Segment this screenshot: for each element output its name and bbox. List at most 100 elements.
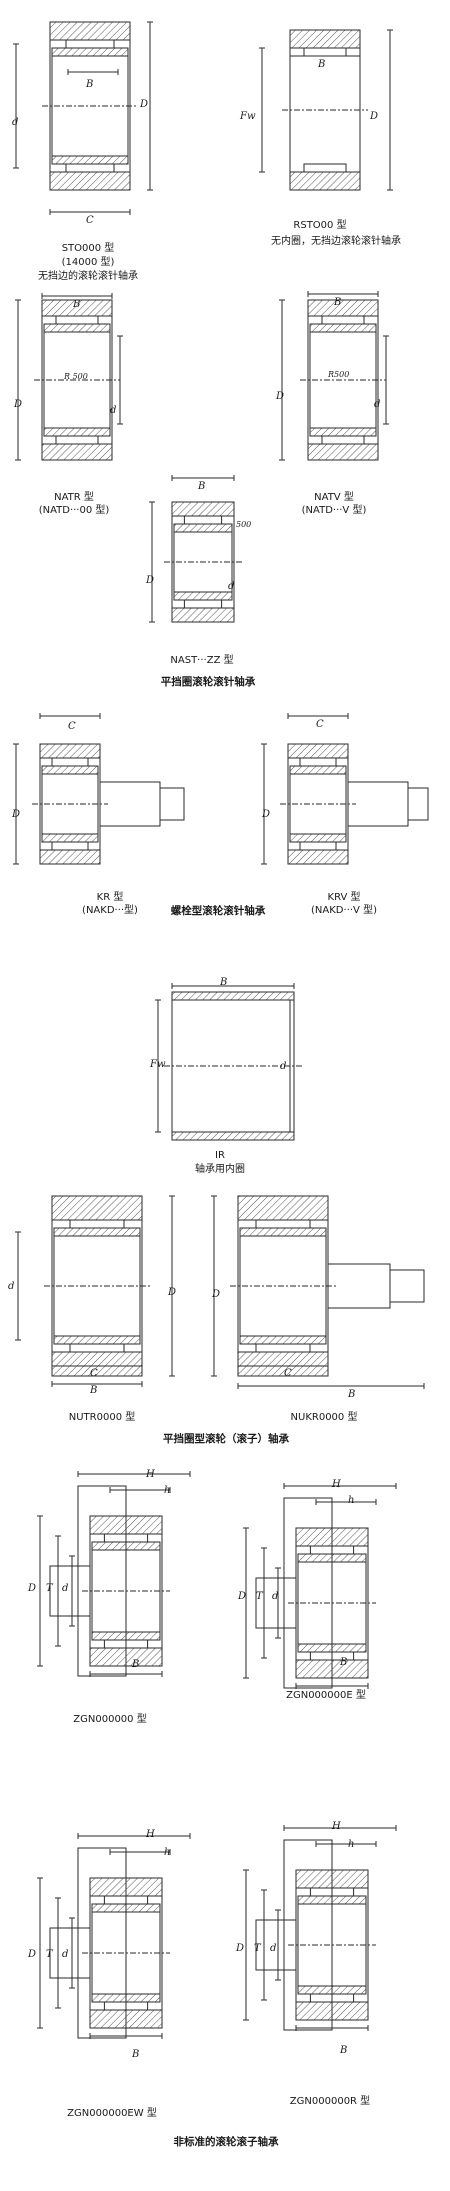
fig12-dim-h: h xyxy=(348,1495,355,1506)
outer-ring-top-section xyxy=(51,1195,143,1221)
bracket-outline xyxy=(283,1497,333,1689)
fig8-type-label: IR xyxy=(215,1150,225,1161)
fig11-type-label: ZGN000000 型 xyxy=(73,1714,147,1725)
fig3-type-label: NATR 型 xyxy=(54,492,94,503)
outer-ring-bottom-section xyxy=(41,443,113,461)
fig11-dim-D: D xyxy=(28,1583,37,1594)
fig13-dim-D: D xyxy=(28,1949,37,1960)
fig14-dim-D: D xyxy=(236,1943,245,1954)
fig10-dim-C: C xyxy=(284,1368,292,1379)
fig9-dim-D: D xyxy=(168,1287,177,1298)
stud-thread xyxy=(159,787,185,821)
fig11-dim-T: T xyxy=(46,1583,53,1594)
fig5-dim-D: D xyxy=(146,575,155,586)
roller-bottom xyxy=(183,599,223,609)
fig12-dim-B: B xyxy=(340,1657,348,1668)
inner-ring-top-section xyxy=(289,765,347,775)
roller-bottom xyxy=(51,841,89,851)
roller-bottom xyxy=(255,1343,311,1353)
roller-top xyxy=(69,1219,125,1229)
fig1-description: 无挡边的滚轮滚针轴承 xyxy=(38,271,138,282)
fig8-dim-d: d xyxy=(280,1061,287,1072)
inner-ring-bottom-section xyxy=(171,1131,295,1141)
fig12-type-label: ZGN000000E 型 xyxy=(286,1690,366,1701)
fig14-dim-h: h xyxy=(348,1839,355,1850)
inner-ring-bottom-section xyxy=(297,1985,367,1995)
roller-top xyxy=(65,39,115,49)
fig4-alt-label: (NATD···V 型) xyxy=(301,505,367,516)
fig1-type-label: STO000 型 xyxy=(61,243,115,254)
inner-ring-bottom-section xyxy=(43,427,111,437)
fig11-dim-H: H xyxy=(146,1469,155,1480)
inner-ring-bottom-section xyxy=(173,591,233,601)
roller-top xyxy=(51,757,89,767)
mount-block xyxy=(49,1565,91,1617)
inner-ring-top-section xyxy=(43,323,111,333)
mount-block xyxy=(255,1577,297,1629)
fig7-dim-D: D xyxy=(262,809,271,820)
fig13-dim-B: B xyxy=(132,2049,140,2060)
fig2-dim-D: D xyxy=(370,111,379,122)
fig14-dim-d: d xyxy=(270,1943,277,1954)
outer-ring-top-section xyxy=(237,1195,329,1221)
fig14-dim-H: H xyxy=(332,1821,341,1832)
fig3-dim-d: d xyxy=(110,405,117,416)
fig14-type-label: ZGN000000R 型 xyxy=(289,2096,371,2107)
inner-ring-bottom-section xyxy=(51,155,129,165)
fig2-type-label: RSTO00 型 xyxy=(293,220,347,231)
fig5-dim-B: B xyxy=(198,481,206,492)
stud-thread xyxy=(407,787,429,821)
fig3-dim-B: B xyxy=(73,299,81,310)
fig11-dim-d: d xyxy=(62,1583,69,1594)
fig4-dim-radius: R500 xyxy=(328,370,350,379)
mount-block xyxy=(255,1919,297,1971)
outer-ring-top-section xyxy=(171,501,235,517)
roller-top xyxy=(321,315,365,325)
inner-ring-top-section xyxy=(297,1895,367,1905)
fig2-description: 无内圈，无挡边滚轮滚针轴承 xyxy=(271,236,401,247)
outer-ring-bottom-section xyxy=(89,1647,163,1667)
fig13-type-label: ZGN000000EW 型 xyxy=(67,2108,157,2119)
inner-ring-top-section xyxy=(239,1227,327,1237)
fig1-alt-label: (14000 型) xyxy=(61,257,115,268)
fig13-dim-d: d xyxy=(62,1949,69,1960)
outer-ring-outline xyxy=(289,29,361,191)
roller-bottom xyxy=(55,435,99,445)
fig6-type-label: KR 型 xyxy=(96,892,124,903)
outer-ring-top-section xyxy=(307,299,379,317)
caption-non-standard-roller: 非标准的滚轮滚子轴承 xyxy=(173,2136,279,2148)
inner-ring-top-section xyxy=(171,991,295,1001)
fig10-type-label: NUKR0000 型 xyxy=(290,1412,358,1423)
fig14-dim-B: B xyxy=(340,2045,348,2056)
fig7-dim-C: C xyxy=(316,719,324,730)
fig13-dim-T: T xyxy=(46,1949,53,1960)
outer-ring-bottom-section xyxy=(89,2009,163,2029)
stud-shaft xyxy=(347,781,409,827)
fig10-dim-D: D xyxy=(212,1289,221,1300)
inner-ring-bottom-section xyxy=(239,1335,327,1345)
fig9-type-label: NUTR0000 型 xyxy=(68,1412,136,1423)
inner-ring-top-section xyxy=(51,47,129,57)
roller-top xyxy=(303,47,347,57)
fig12-dim-D: D xyxy=(238,1591,247,1602)
inner-ring-bottom-section xyxy=(91,1993,161,2003)
outer-ring-top-section xyxy=(295,1527,369,1547)
fig6-dim-C: C xyxy=(68,721,76,732)
inner-ring-bottom-section xyxy=(53,1335,141,1345)
outer-ring-top-section xyxy=(289,29,361,49)
outer-ring-top-section xyxy=(295,1869,369,1889)
fig9-dim-B: B xyxy=(90,1385,98,1396)
caption-flat-guard-needle: 平挡圈滚轮滚针轴承 xyxy=(160,676,256,688)
fig1-dim-d: d xyxy=(12,117,19,128)
fig9-dim-C: C xyxy=(90,1368,98,1379)
fig4-type-label: NATV 型 xyxy=(314,492,354,503)
outer-ring-top-section xyxy=(287,743,349,759)
outer-ring-top-section xyxy=(89,1515,163,1535)
outer-ring-bottom-section xyxy=(237,1351,329,1377)
inner-ring-top-section xyxy=(297,1553,367,1563)
fig1-dim-B: B xyxy=(86,79,94,90)
fig5-type-label: NAST···ZZ 型 xyxy=(170,655,234,666)
fig12-dim-T: T xyxy=(256,1591,263,1602)
outer-ring-top-section xyxy=(89,1877,163,1897)
